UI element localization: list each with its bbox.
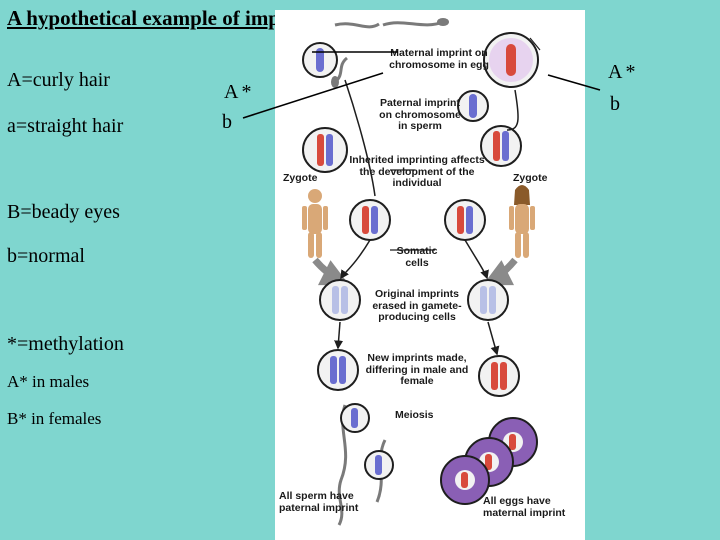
imprinting-diagram: Maternal imprint on chromosome in egg Pa… [275, 10, 585, 540]
sperm-tail-top-left [334, 22, 380, 29]
somatic-cell-right [444, 199, 486, 241]
legend-normal-eyes: b=normal [7, 245, 85, 267]
page-title: A hypothetical example of imprinting [7, 6, 342, 30]
arrow-female-to-germ [482, 257, 518, 286]
genotype-left-a-star: A* [224, 81, 255, 103]
label-meiosis: Meiosis [395, 409, 434, 421]
flow-arrow-left-1 [340, 239, 371, 280]
new-imprint-cell-right [478, 355, 520, 397]
label-maternal-imprint: Maternal imprint on chromosome in egg [389, 47, 489, 71]
label-all-eggs: All eggs have maternal imprint [483, 495, 566, 519]
erased-cell-right [467, 279, 509, 321]
genotype-left-b: b [222, 111, 232, 133]
zygote-right [480, 125, 522, 167]
label-new-imprints: New imprints made, differing in male and… [365, 352, 469, 388]
zygote-right-chrom-p [502, 131, 509, 161]
legend-a-star-males: A* in males [7, 372, 90, 391]
genotype-far-right-b: b [610, 93, 620, 115]
flow-line-right-top [506, 89, 519, 131]
new-imprint-cell-left [317, 349, 359, 391]
label-inherited-imprinting: Inherited imprinting affects the develop… [349, 154, 485, 190]
female-figure [509, 185, 535, 258]
label-paternal-imprint: Paternal imprint on chromosome in sperm [379, 97, 461, 133]
label-all-sperm: All sperm have paternal imprint [279, 490, 359, 514]
legend-beady-eyes: B=beady eyes [7, 201, 120, 223]
legend-methylation: *=methylation [7, 333, 124, 355]
legend-straight-hair: a=straight hair [7, 115, 124, 137]
zygote-right-chrom-m [493, 131, 500, 161]
label-somatic-cells: Somatic cells [396, 245, 438, 269]
flow-arrow-left-2 [334, 321, 344, 350]
sperm-head-left [331, 76, 339, 88]
chromosome-paternal-2 [469, 94, 477, 118]
zygote-left-chrom-m [317, 134, 324, 166]
male-figure [302, 189, 328, 258]
arrow-male-to-germ [312, 257, 350, 286]
flow-arrow-right-1 [464, 239, 489, 280]
chromosome-maternal [506, 44, 516, 76]
genotype-far-right-a-star: A* [608, 61, 639, 83]
sperm-head-top [437, 18, 449, 26]
somatic-cell-left [349, 199, 391, 241]
pointer-maternal [529, 37, 541, 51]
zygote-left [302, 127, 348, 173]
flow-arrow-right-2 [487, 321, 500, 356]
chromosome-paternal [316, 48, 324, 72]
label-zygote-left: Zygote [283, 172, 318, 184]
label-original-imprints-erased: Original imprints erased in gamete-produ… [372, 288, 462, 324]
zygote-left-chrom-p [326, 134, 333, 166]
erased-cell-left [319, 279, 361, 321]
diagram-graphics [302, 18, 541, 526]
legend-curly-hair: A=curly hair [7, 69, 110, 91]
label-zygote-right: Zygote [513, 172, 548, 184]
sperm-tail-top [382, 20, 444, 27]
legend-b-star-females: B* in females [7, 409, 102, 428]
